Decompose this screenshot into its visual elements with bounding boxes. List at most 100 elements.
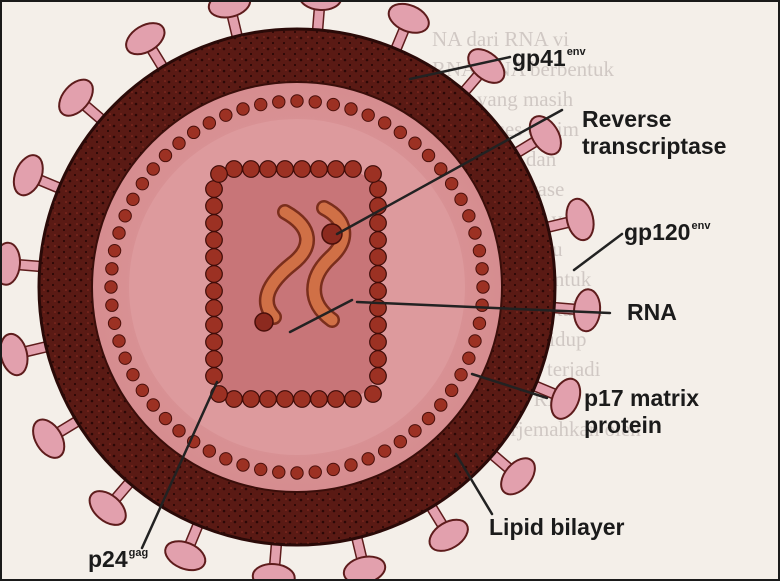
gp120-knob bbox=[572, 288, 601, 332]
matrix-protein-bead bbox=[476, 299, 488, 311]
matrix-protein-bead bbox=[273, 466, 285, 478]
matrix-protein-bead bbox=[220, 453, 232, 465]
matrix-protein-bead bbox=[309, 466, 321, 478]
matrix-protein-bead bbox=[108, 317, 120, 329]
capsid-bead bbox=[311, 161, 328, 178]
matrix-protein-bead bbox=[469, 335, 481, 347]
gp120-knob bbox=[161, 536, 210, 576]
label-reverse-transcriptase-line1: Reverse bbox=[582, 106, 726, 133]
matrix-protein-bead bbox=[237, 459, 249, 471]
capsid-bead bbox=[206, 266, 223, 283]
matrix-protein-bead bbox=[159, 149, 171, 161]
matrix-protein-bead bbox=[159, 412, 171, 424]
label-reverse-transcriptase: Reverse transcriptase bbox=[582, 106, 726, 160]
label-p24: p24gag bbox=[88, 540, 148, 573]
matrix-protein-bead bbox=[255, 463, 267, 475]
capsid-bead bbox=[370, 283, 387, 300]
capsid-bead bbox=[243, 391, 260, 408]
label-lipid-bilayer: Lipid bilayer bbox=[489, 514, 624, 541]
matrix-protein-bead bbox=[445, 177, 457, 189]
matrix-protein-bead bbox=[327, 98, 339, 110]
capsid-bead bbox=[328, 391, 345, 408]
matrix-protein-bead bbox=[435, 399, 447, 411]
matrix-protein-bead bbox=[409, 425, 421, 437]
capsid-bead bbox=[260, 161, 277, 178]
matrix-protein-bead bbox=[187, 126, 199, 138]
capsid-bead bbox=[211, 166, 228, 183]
capsid-bead bbox=[206, 215, 223, 232]
gp120-knob bbox=[424, 513, 473, 557]
gp120-knob bbox=[8, 151, 48, 200]
matrix-protein-bead bbox=[136, 384, 148, 396]
matrix-protein-bead bbox=[473, 245, 485, 257]
matrix-protein-bead bbox=[136, 177, 148, 189]
matrix-protein-bead bbox=[463, 352, 475, 364]
matrix-protein-bead bbox=[119, 210, 131, 222]
matrix-protein-bead bbox=[309, 96, 321, 108]
capsid-bead bbox=[226, 161, 243, 178]
matrix-protein-bead bbox=[463, 210, 475, 222]
capsid-bead bbox=[345, 161, 362, 178]
matrix-protein-bead bbox=[477, 281, 489, 293]
capsid-bead bbox=[206, 351, 223, 368]
matrix-protein-bead bbox=[422, 149, 434, 161]
matrix-protein-bead bbox=[113, 335, 125, 347]
gp120-knob bbox=[563, 196, 598, 243]
matrix-protein-bead bbox=[127, 193, 139, 205]
capsid-bead bbox=[277, 391, 294, 408]
gp120-knob bbox=[384, 2, 433, 38]
capsid-bead bbox=[370, 249, 387, 266]
capsid-bead bbox=[206, 232, 223, 249]
label-gp41: gp41env bbox=[512, 39, 586, 72]
capsid-bead bbox=[277, 161, 294, 178]
gp120-knob bbox=[341, 553, 388, 581]
matrix-protein-bead bbox=[237, 103, 249, 115]
capsid-bead bbox=[311, 391, 328, 408]
capsid-bead bbox=[226, 391, 243, 408]
gp120-knob bbox=[27, 414, 71, 463]
matrix-protein-bead bbox=[394, 126, 406, 138]
capsid-bead bbox=[206, 181, 223, 198]
matrix-protein-bead bbox=[409, 137, 421, 149]
capsid-bead bbox=[328, 161, 345, 178]
label-rna: RNA bbox=[627, 299, 677, 326]
gp120-knob bbox=[2, 242, 22, 286]
matrix-protein-bead bbox=[476, 263, 488, 275]
matrix-protein-bead bbox=[345, 459, 357, 471]
gp120-knob bbox=[252, 562, 296, 581]
matrix-protein-bead bbox=[105, 281, 117, 293]
capsid-bead bbox=[294, 161, 311, 178]
reverse-transcriptase-molecule-2 bbox=[255, 313, 273, 331]
capsid-bead bbox=[206, 283, 223, 300]
matrix-protein-bead bbox=[394, 435, 406, 447]
matrix-protein-bead bbox=[362, 109, 374, 121]
capsid-bead bbox=[370, 317, 387, 334]
label-p17-line1: p17 matrix bbox=[584, 385, 699, 412]
capsid-bead bbox=[206, 317, 223, 334]
matrix-protein-bead bbox=[220, 109, 232, 121]
matrix-protein-bead bbox=[291, 467, 303, 479]
matrix-protein-bead bbox=[473, 317, 485, 329]
matrix-protein-bead bbox=[106, 263, 118, 275]
matrix-protein-bead bbox=[147, 163, 159, 175]
matrix-protein-bead bbox=[147, 399, 159, 411]
matrix-protein-bead bbox=[455, 368, 467, 380]
capsid-bead bbox=[206, 300, 223, 317]
matrix-protein-bead bbox=[445, 384, 457, 396]
capsid-bead bbox=[370, 232, 387, 249]
capsid-bead bbox=[206, 334, 223, 351]
matrix-protein-bead bbox=[203, 445, 215, 457]
matrix-protein-bead bbox=[127, 368, 139, 380]
capsid-bead bbox=[370, 215, 387, 232]
label-p17-matrix-protein: p17 matrix protein bbox=[584, 385, 699, 439]
gp120-knob bbox=[298, 2, 342, 12]
label-gp120: gp120env bbox=[624, 213, 710, 246]
matrix-protein-bead bbox=[108, 245, 120, 257]
capsid-bead bbox=[370, 266, 387, 283]
matrix-protein-bead bbox=[455, 193, 467, 205]
matrix-protein-bead bbox=[173, 137, 185, 149]
gp120-knob bbox=[2, 331, 31, 378]
matrix-protein-bead bbox=[378, 445, 390, 457]
